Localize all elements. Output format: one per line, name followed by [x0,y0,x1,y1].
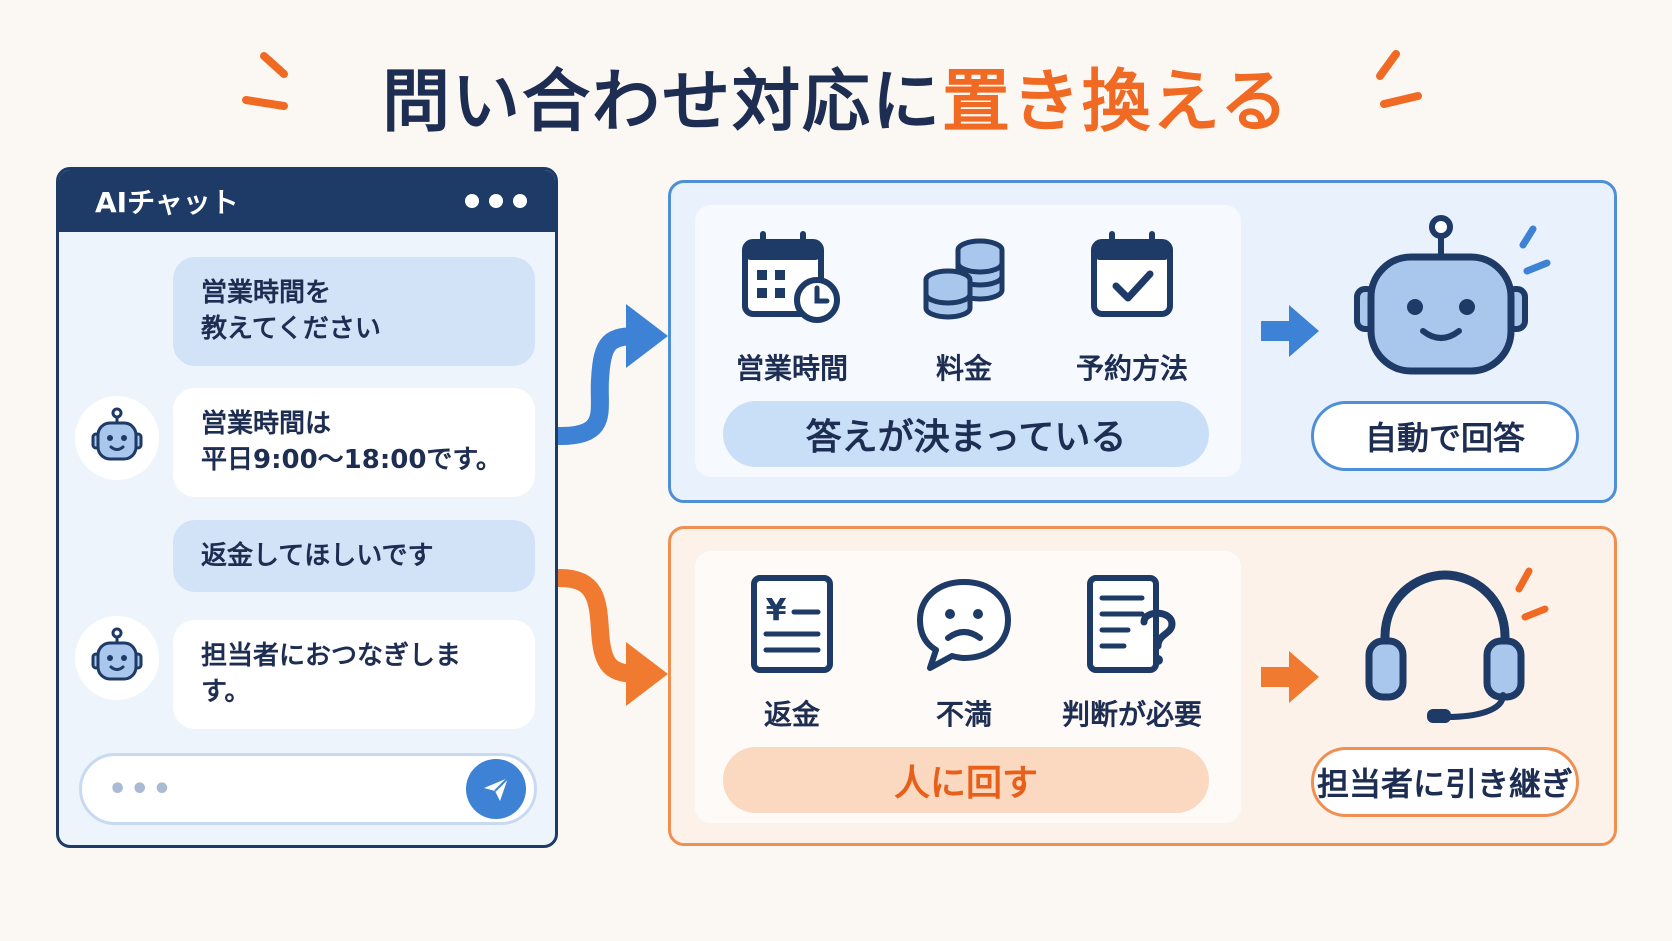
result-handoff: 担当者に引き継ぎ [1311,747,1579,817]
user-message: 営業時間を 教えてください [173,257,535,366]
send-icon [484,777,509,801]
title-accent: 置き換える [942,62,1290,142]
item-reservation-method: 予約方法 [1047,223,1217,387]
coins-icon [923,238,1005,320]
robot-icon [91,407,143,461]
yen-document-icon: ¥ [751,575,833,673]
document-question-icon [1087,575,1176,673]
bot-message: 営業時間は 平日9:00〜18:00です。 [173,388,535,497]
send-button[interactable] [466,759,526,819]
robot-icon [1354,215,1551,375]
item-complaint: 不満 [879,569,1049,733]
headset-icon [1365,567,1549,723]
auto-answer-panel: 営業時間 料金 [668,180,1617,503]
svg-text:¥: ¥ [766,593,787,628]
page-title: 問い合わせ対応に置き換える [0,40,1672,150]
item-refund: ¥ 返金 [707,569,877,733]
calendar-check-icon [1091,231,1173,317]
arrow-to-auto-icon [626,304,668,368]
input-placeholder: ••• [108,771,175,807]
category-escalate: 人に回す [723,747,1209,813]
chat-title: AIチャット [95,186,239,219]
bot-avatar [75,616,159,700]
category-fixed-answer: 答えが決まっている [723,401,1209,467]
chat-header: AIチャット [59,170,555,232]
result-auto-answer: 自動で回答 [1311,401,1579,471]
item-judgment-needed: 判断が必要 [1047,569,1217,733]
item-price: 料金 [879,223,1049,387]
human-category-box: ¥ 返金 不満 [695,551,1241,823]
user-message: 返金してほしいです [173,520,535,593]
ai-chat-window: AIチャット 営業時間を 教えてください 営業時間は 平日9:00〜18:00で… [56,167,558,848]
more-options-icon[interactable] [465,194,527,208]
arrow-right-icon [1261,305,1319,357]
arrow-to-human-icon [626,642,668,706]
chat-input[interactable]: ••• [79,753,537,825]
title-main: 問い合わせ対応に [382,62,943,142]
sad-speech-icon [917,579,1011,671]
calendar-clock-icon [742,231,840,323]
bot-message: 担当者におつなぎします。 [173,620,535,729]
human-handoff-panel: ¥ 返金 不満 [668,526,1617,846]
arrow-right-icon [1261,651,1319,703]
item-business-hours: 営業時間 [707,223,877,387]
bot-avatar [75,396,159,480]
auto-category-box: 営業時間 料金 [695,205,1241,477]
robot-icon [91,627,143,681]
